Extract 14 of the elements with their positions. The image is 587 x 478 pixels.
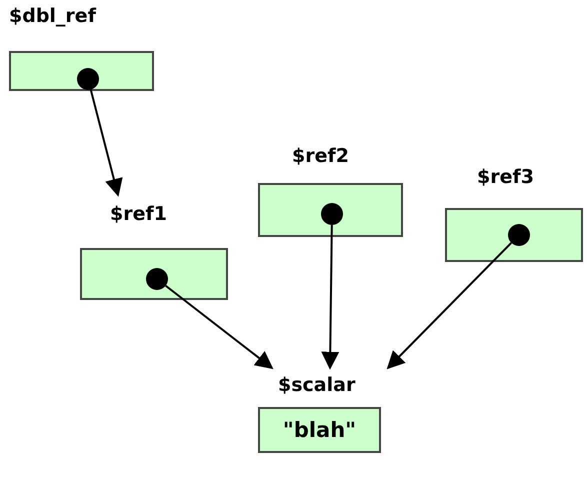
arrow [90, 89, 123, 197]
pointer-dot [321, 203, 343, 225]
variable-name: $ref1 [110, 203, 167, 225]
arrow [321, 224, 340, 370]
variable-name: $ref3 [477, 166, 534, 188]
pointer-dot [146, 268, 168, 290]
value-text: "blah" [282, 418, 356, 442]
arrow [386, 242, 512, 370]
variable-name: $dbl_ref [9, 5, 96, 27]
variable-name: $ref2 [292, 145, 349, 167]
variable-name: $scalar [278, 374, 356, 396]
pointer-dot [508, 224, 530, 246]
arrow [165, 284, 274, 370]
pointer-dot [77, 68, 99, 90]
